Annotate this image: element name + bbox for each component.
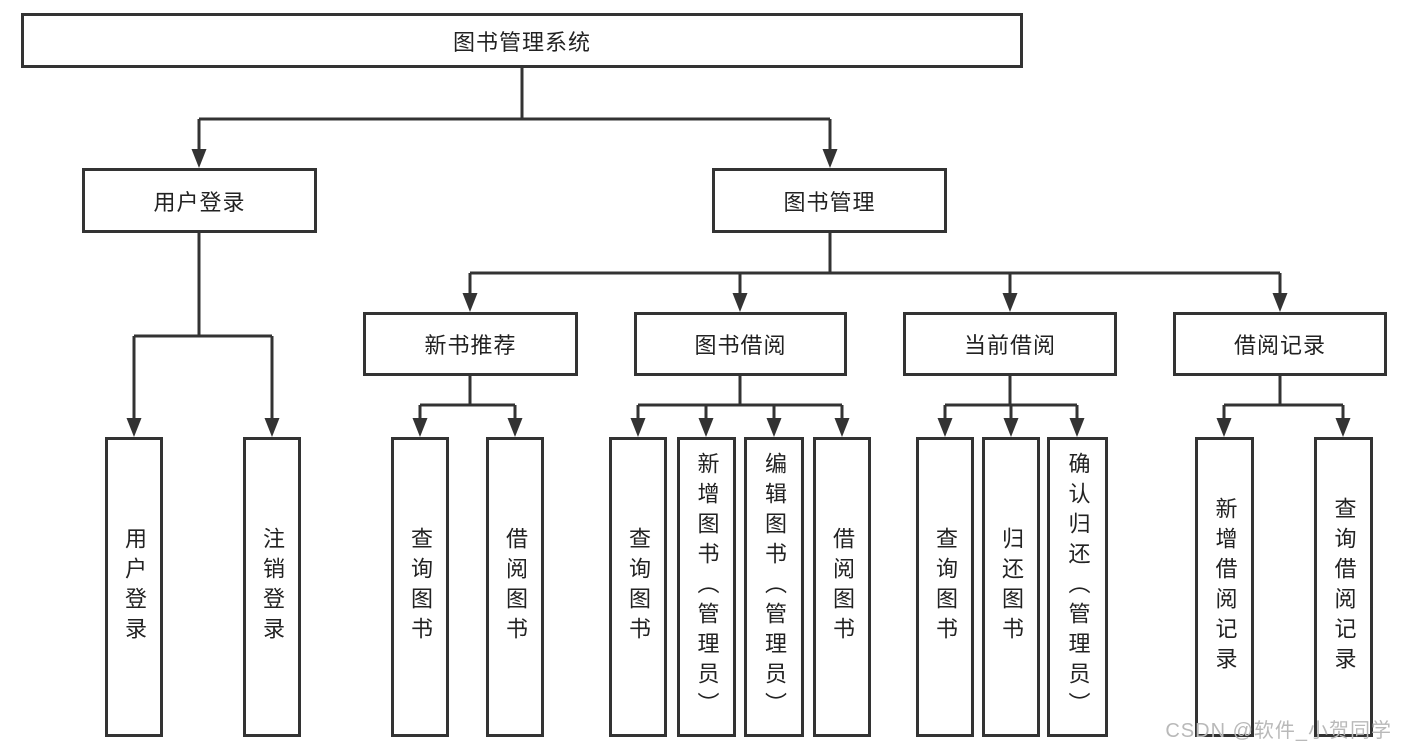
- node-rec-query-books: 查询图书: [391, 437, 449, 737]
- connector-borrow-to-leaves: [636, 376, 844, 421]
- node-new-book-recommendation: 新书推荐: [363, 312, 578, 376]
- arrowheads: [126, 149, 1351, 437]
- connector-current-to-leaves: [943, 376, 1079, 421]
- node-borrow-query-books: 查询图书: [609, 437, 667, 737]
- node-current-return-books: 归还图书: [982, 437, 1040, 737]
- node-current-query-books: 查询图书: [916, 437, 974, 737]
- arrowhead: [766, 418, 782, 437]
- connector-mgmt-to-level3: [468, 233, 1282, 295]
- connector-root-to-level2: [197, 68, 832, 151]
- node-library-management-system: 图书管理系统: [21, 13, 1023, 68]
- node-book-borrowing: 图书借阅: [634, 312, 847, 376]
- node-borrow-borrow-books: 借阅图书: [813, 437, 871, 737]
- arrowhead: [834, 418, 850, 437]
- node-book-management: 图书管理: [712, 168, 947, 233]
- node-borrowing-records: 借阅记录: [1173, 312, 1387, 376]
- node-current-confirm-return-admin: 确认归还（管理员）: [1047, 437, 1108, 737]
- arrowhead: [1272, 293, 1288, 312]
- arrowhead: [1069, 418, 1085, 437]
- arrowhead: [126, 418, 142, 437]
- arrowhead: [1335, 418, 1351, 437]
- arrowhead: [1002, 293, 1018, 312]
- node-user-login-leaf: 用户登录: [105, 437, 163, 737]
- arrowhead: [191, 149, 207, 168]
- connector-login-to-leaves: [132, 233, 274, 420]
- arrowhead: [1003, 418, 1019, 437]
- connector-rec-to-leaves: [418, 376, 517, 421]
- arrowhead: [462, 293, 478, 312]
- arrowhead: [937, 418, 953, 437]
- node-user-login: 用户登录: [82, 168, 317, 233]
- arrowhead: [264, 418, 280, 437]
- arrowhead: [732, 293, 748, 312]
- arrowhead: [822, 149, 838, 168]
- connector-record-to-leaves: [1222, 376, 1345, 421]
- node-borrow-add-books-admin: 新增图书（管理员）: [677, 437, 736, 737]
- arrowhead: [507, 418, 523, 437]
- arrowhead: [412, 418, 428, 437]
- node-rec-borrow-books: 借阅图书: [486, 437, 544, 737]
- node-current-borrowing: 当前借阅: [903, 312, 1117, 376]
- arrowhead: [630, 418, 646, 437]
- arrowhead: [698, 418, 714, 437]
- node-logout-leaf: 注销登录: [243, 437, 301, 737]
- node-borrow-edit-books-admin: 编辑图书（管理员）: [744, 437, 804, 737]
- watermark-text: CSDN @软件_小贺同学: [1165, 720, 1392, 742]
- connector-paths: [132, 68, 1345, 421]
- node-record-add-borrow-record: 新增借阅记录: [1195, 437, 1254, 737]
- node-record-query-borrow-record: 查询借阅记录: [1314, 437, 1373, 737]
- arrowhead: [1216, 418, 1232, 437]
